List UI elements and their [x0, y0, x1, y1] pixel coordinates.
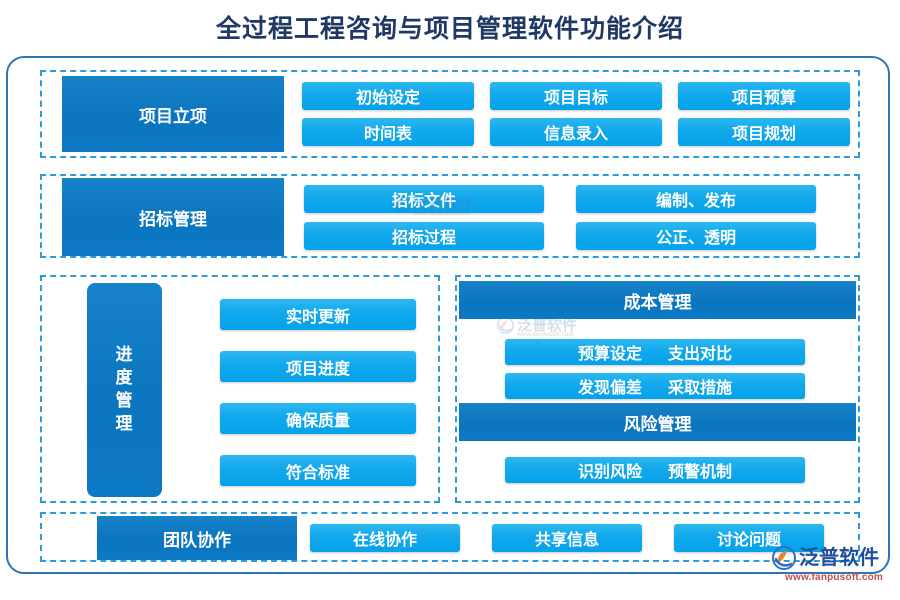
header-char-3: 管 [115, 391, 134, 410]
header-char-2: 度 [115, 368, 134, 388]
item-budget-setting: 预算设定 [577, 346, 642, 363]
item-initial-setup[interactable]: 初始设定 [302, 82, 474, 110]
section-header-bidding-management[interactable]: 招标管理 [62, 178, 284, 256]
item-fair-transparent[interactable]: 公正、透明 [576, 222, 816, 250]
section-header-cost-management[interactable]: 成本管理 [459, 281, 856, 319]
section-header-project-initiation[interactable]: 项目立项 [62, 76, 284, 152]
header-char-4: 理 [115, 413, 134, 433]
section-project-initiation: 项目立项 初始设定 项目目标 项目预算 时间表 信息录入 项目规划 [40, 70, 860, 158]
section-header-progress-management[interactable]: 进 度 管 理 [87, 283, 162, 497]
header-char-1: 进 [115, 345, 134, 365]
item-project-planning[interactable]: 项目规划 [678, 118, 850, 146]
item-ensure-quality[interactable]: 确保质量 [220, 403, 416, 434]
item-online-collaboration[interactable]: 在线协作 [310, 524, 460, 552]
item-warning-mechanism: 预警机制 [668, 464, 733, 481]
brand-logo-row: 泛普软件 [772, 546, 896, 570]
page-title: 全过程工程咨询与项目管理软件功能介绍 [215, 15, 684, 43]
item-bidding-documents[interactable]: 招标文件 [304, 185, 544, 213]
item-information-entry[interactable]: 信息录入 [490, 118, 662, 146]
item-find-deviation: 发现偏差 [577, 380, 642, 397]
item-take-measures: 采取措施 [668, 380, 733, 397]
item-realtime-update[interactable]: 实时更新 [220, 299, 416, 330]
item-project-progress[interactable]: 项目进度 [220, 351, 416, 382]
section-cost-and-risk-management: 成本管理 预算设定 支出对比 发现偏差 采取措施 风险管理 识别风险 预警机制 [455, 275, 860, 503]
item-bidding-process[interactable]: 招标过程 [304, 222, 544, 250]
brand-logo[interactable]: 泛普软件 www.fanpusoft.com [772, 546, 896, 592]
fanpu-logo-icon [772, 546, 796, 570]
section-header-risk-management[interactable]: 风险管理 [459, 403, 856, 441]
item-project-budget[interactable]: 项目预算 [678, 82, 850, 110]
item-share-information[interactable]: 共享信息 [492, 524, 642, 552]
item-discuss-issues[interactable]: 讨论问题 [674, 524, 824, 552]
section-progress-management: 进 度 管 理 实时更新 项目进度 确保质量 符合标准 [40, 275, 440, 503]
item-timetable[interactable]: 时间表 [302, 118, 474, 146]
brand-name: 泛普软件 [799, 547, 879, 569]
section-header-team-collaboration[interactable]: 团队协作 [97, 516, 297, 560]
item-expense-comparison: 支出对比 [668, 346, 733, 363]
item-risk-and-warning[interactable]: 识别风险 预警机制 [505, 457, 805, 483]
item-identify-risk: 识别风险 [577, 464, 642, 481]
section-team-collaboration: 团队协作 在线协作 共享信息 讨论问题 [40, 512, 860, 562]
item-preparation-release[interactable]: 编制、发布 [576, 185, 816, 213]
item-budget-and-expense[interactable]: 预算设定 支出对比 [505, 339, 805, 365]
item-meet-standards[interactable]: 符合标准 [220, 455, 416, 486]
brand-url: www.fanpusoft.com [784, 572, 884, 583]
section-bidding-management: 招标管理 招标文件 编制、发布 招标过程 公正、透明 [40, 174, 860, 258]
item-deviation-and-measures[interactable]: 发现偏差 采取措施 [505, 373, 805, 399]
diagram-outer-frame [6, 56, 890, 574]
item-project-goal[interactable]: 项目目标 [490, 82, 662, 110]
